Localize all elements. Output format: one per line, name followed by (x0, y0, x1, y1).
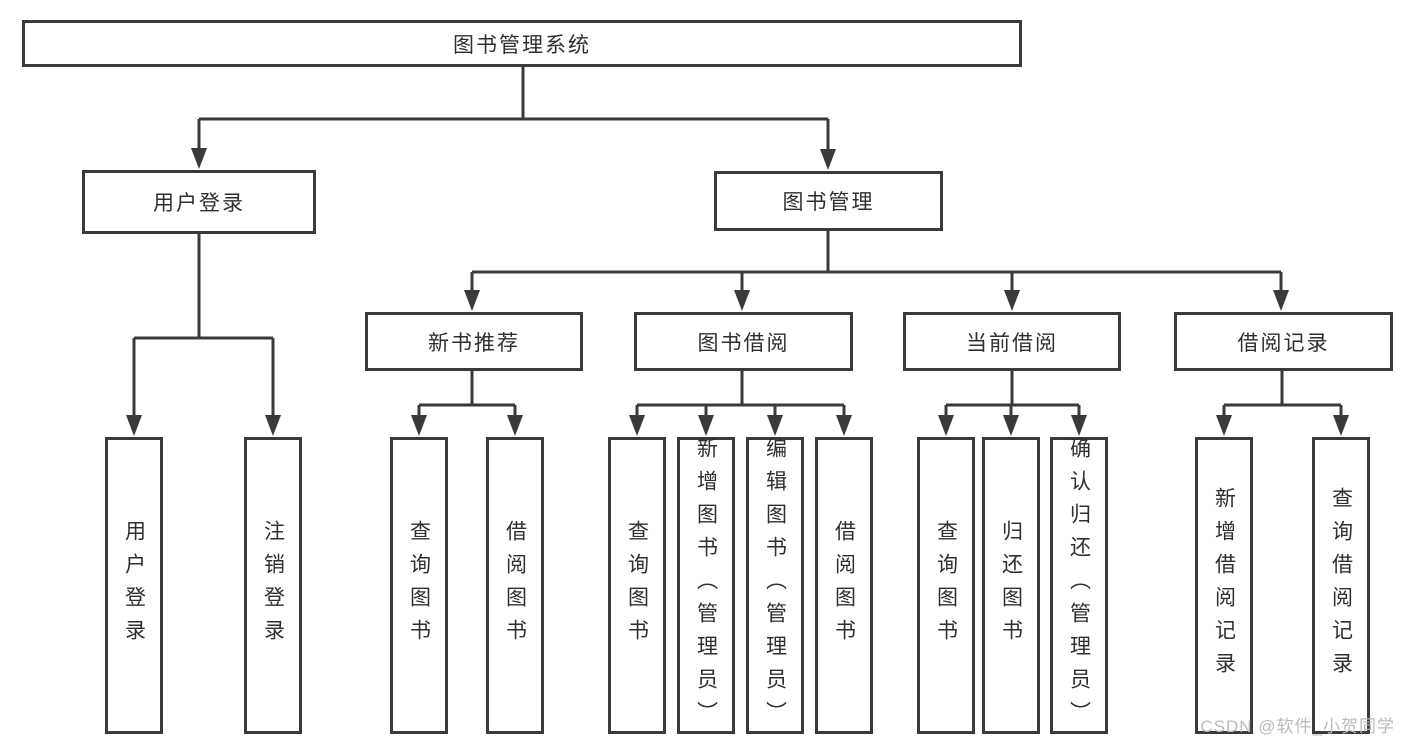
leaf-label: 查询图书 (407, 519, 431, 652)
leaf-label: 借阅图书 (503, 519, 527, 652)
leaf-label: 归还图书 (999, 519, 1023, 652)
leaf-label: 查询借阅记录 (1329, 486, 1353, 685)
leaf-query-books-current: 查询图书 (917, 437, 975, 734)
node-label: 当前借阅 (966, 331, 1058, 355)
leaf-label: 查询图书 (934, 519, 958, 652)
node-library-management-system: 图书管理系统 (22, 20, 1022, 67)
leaf-query-borrow-record: 查询借阅记录 (1312, 437, 1370, 734)
leaf-label: 用户登录 (122, 519, 146, 652)
leaf-label: 注销登录 (261, 519, 285, 652)
leaf-borrow-books-recommend: 借阅图书 (486, 437, 544, 734)
node-book-management: 图书管理 (714, 171, 943, 231)
node-current-borrowing: 当前借阅 (903, 312, 1121, 371)
leaf-logout: 注销登录 (244, 437, 302, 734)
leaf-label: 编辑图书（管理员） (763, 437, 787, 734)
csdn-watermark: CSDN @软件_小贺同学 (1200, 717, 1395, 736)
leaf-edit-books-admin: 编辑图书（管理员） (746, 437, 804, 734)
leaf-label: 新增图书（管理员） (694, 437, 718, 734)
node-label: 借阅记录 (1237, 331, 1330, 355)
leaf-label: 新增借阅记录 (1212, 486, 1236, 685)
leaf-query-books-recommend: 查询图书 (390, 437, 448, 734)
leaf-add-books-admin: 新增图书（管理员） (677, 437, 735, 734)
node-label: 新书推荐 (428, 331, 520, 355)
leaf-label: 查询图书 (625, 519, 649, 652)
arrowheads (126, 148, 1349, 436)
node-new-book-recommendation: 新书推荐 (365, 312, 583, 371)
leaf-user-login: 用户登录 (105, 437, 163, 734)
node-label: 图书管理系统 (453, 33, 591, 57)
node-user-login-branch: 用户登录 (82, 170, 316, 234)
leaf-query-books-borrow: 查询图书 (608, 437, 666, 734)
node-label: 用户登录 (153, 192, 245, 215)
leaf-add-borrow-record: 新增借阅记录 (1195, 437, 1253, 734)
leaf-label: 借阅图书 (832, 519, 856, 652)
node-label: 图书借阅 (697, 331, 790, 355)
leaf-label: 确认归还（管理员） (1067, 437, 1091, 734)
node-book-borrowing: 图书借阅 (634, 312, 853, 371)
leaf-confirm-return-admin: 确认归还（管理员） (1050, 437, 1108, 734)
leaf-borrow-books: 借阅图书 (815, 437, 873, 734)
node-label: 图书管理 (782, 191, 875, 214)
node-borrowing-records: 借阅记录 (1174, 312, 1393, 371)
leaf-return-books: 归还图书 (982, 437, 1040, 734)
